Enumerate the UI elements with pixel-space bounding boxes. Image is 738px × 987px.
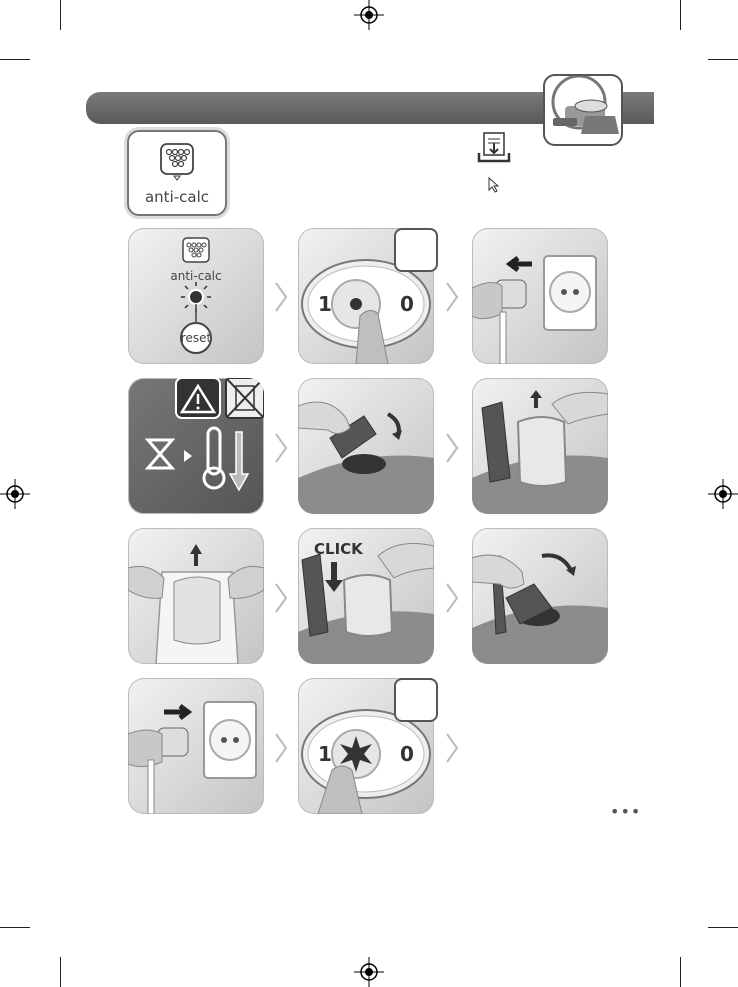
registration-mark-icon xyxy=(354,0,384,30)
crop-mark xyxy=(60,0,61,30)
cursor-icon xyxy=(488,177,500,193)
registration-mark-icon xyxy=(708,479,738,509)
crop-mark xyxy=(0,59,30,60)
chevron-right-icon xyxy=(446,433,458,463)
registration-mark-icon xyxy=(0,479,30,509)
step-panel-7 xyxy=(128,528,264,664)
step-panel-8: CLICK xyxy=(298,528,434,664)
chevron-right-icon xyxy=(275,282,287,312)
crop-mark xyxy=(708,927,738,928)
crop-mark xyxy=(708,59,738,60)
chevron-right-icon xyxy=(275,733,287,763)
crop-mark xyxy=(680,0,681,30)
crop-mark xyxy=(0,927,30,928)
chevron-right-icon xyxy=(275,583,287,613)
chevron-right-icon xyxy=(275,433,287,463)
step1-anti-calc-label: anti-calc xyxy=(170,269,221,283)
step-panel-3 xyxy=(472,228,608,364)
switch-on-label: 1 xyxy=(318,292,332,316)
switch-on-label: 1 xyxy=(318,742,332,766)
step-panel-4-warning xyxy=(128,378,264,514)
crop-mark xyxy=(680,957,681,987)
steam-generator-icon xyxy=(545,76,621,144)
crop-mark xyxy=(60,957,61,987)
chevron-right-icon xyxy=(446,733,458,763)
descaling-cartridge-icon xyxy=(159,142,195,182)
reset-button-label: reset xyxy=(181,331,212,345)
registration-mark-icon xyxy=(354,957,384,987)
chevron-right-icon xyxy=(446,583,458,613)
step-panel-5 xyxy=(298,378,434,514)
step-panel-1: anti-calc reset xyxy=(128,228,264,364)
download-document-icon[interactable] xyxy=(476,131,512,165)
step-number-box xyxy=(394,228,438,272)
click-callout: CLICK xyxy=(314,540,364,558)
anti-calc-badge: anti-calc xyxy=(127,130,227,216)
switch-off-label: 0 xyxy=(400,292,414,316)
step-panel-10 xyxy=(128,678,264,814)
hourglass-icon xyxy=(148,440,172,468)
anti-calc-label: anti-calc xyxy=(129,188,225,206)
switch-off-label: 0 xyxy=(400,742,414,766)
step-panel-9 xyxy=(472,528,608,664)
step-panel-6 xyxy=(472,378,608,514)
product-thumbnail xyxy=(543,74,623,146)
step-number-box xyxy=(394,678,438,722)
chevron-right-icon xyxy=(446,282,458,312)
continued-indicator: ••• xyxy=(610,802,641,821)
